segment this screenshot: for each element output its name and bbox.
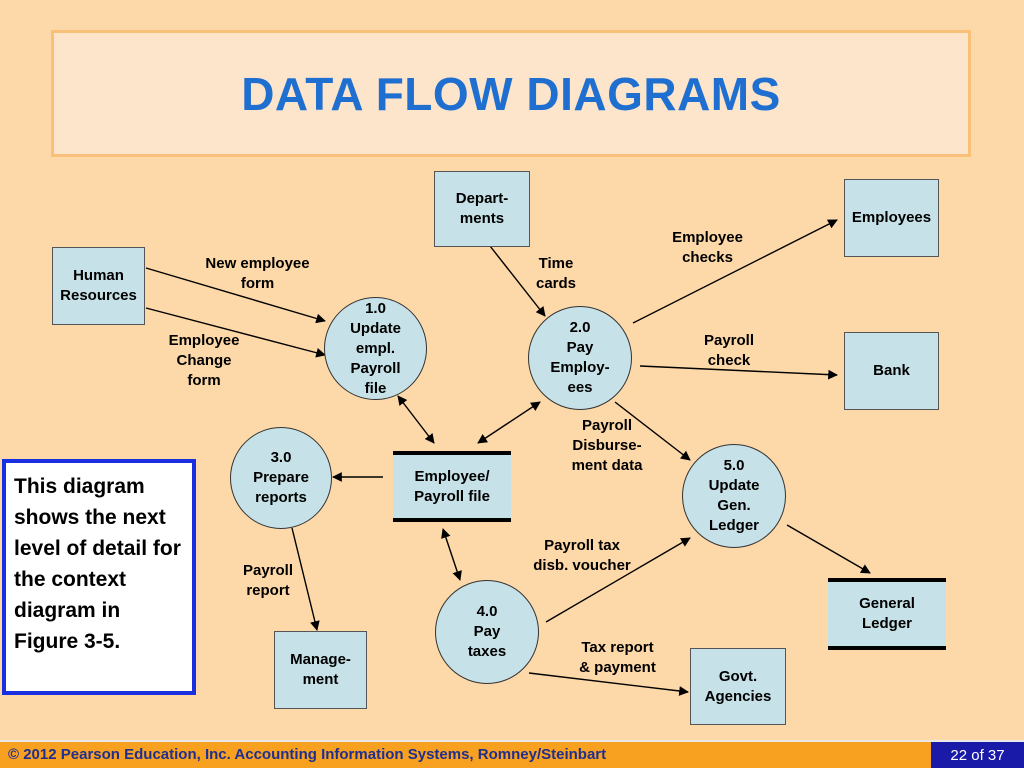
label-employee-checks: Employee checks [672,229,743,266]
process-4-pay-taxes[interactable]: 4.0 Pay taxes [435,580,539,684]
arrow-p2-payroll-file [477,401,541,444]
entity-human-resources[interactable]: Human Resources [52,247,145,325]
page-number-badge: 22 of 37 [931,742,1024,768]
footer-copyright: © 2012 Pearson Education, Inc. Accountin… [8,746,607,763]
label-payroll-report: Payroll report [242,562,294,599]
note-box: This diagram shows the next level of det… [2,459,196,695]
store-general-ledger[interactable]: General Ledger [828,578,946,650]
entity-departments[interactable]: Depart- ments [434,171,530,247]
process-3-prepare-reports[interactable]: 3.0 Prepare reports [230,427,332,529]
arrow-p2-to-employees [632,219,838,324]
arrow-p2-to-p5 [614,401,691,461]
entity-bank[interactable]: Bank [844,332,939,410]
arrow-p2-to-bank [639,365,838,380]
label-employee-change-form: Employee Change form [168,332,240,389]
arrow-p4-to-govt [528,672,689,696]
arrow-departments-to-p2 [489,245,546,317]
arrow-p4-to-p5 [545,537,691,623]
title-box: DATA FLOW DIAGRAMS [51,30,971,157]
arrow-p1-payroll-file [397,395,435,444]
arrow-p4-payroll-file [441,528,462,581]
entity-govt-agencies[interactable]: Govt. Agencies [690,648,786,725]
label-payroll-check: Payroll check [703,332,755,369]
store-employee-payroll-file[interactable]: Employee/ Payroll file [393,451,511,522]
label-payroll-tax-voucher: Payroll tax disb. voucher [533,537,631,574]
entity-employees[interactable]: Employees [844,179,939,257]
label-payroll-disbursement-data: Payroll Disburse- ment data [571,417,643,474]
process-1-update-payroll-file[interactable]: 1.0 Update empl. Payroll file [324,297,427,400]
slide-title: DATA FLOW DIAGRAMS [241,67,781,120]
entity-management[interactable]: Manage- ment [274,631,367,709]
arrow-p5-to-ledger [786,524,871,574]
label-tax-report-payment: Tax report & payment [579,639,656,676]
process-2-pay-employees[interactable]: 2.0 Pay Employ- ees [528,306,632,410]
arrow-hr-to-p1-change-form [145,307,326,358]
footer-bar: © 2012 Pearson Education, Inc. Accountin… [0,740,1024,768]
label-new-employee-form: New employee form [205,255,310,292]
label-time-cards: Time cards [535,255,577,292]
process-5-update-gen-ledger[interactable]: 5.0 Update Gen. Ledger [682,444,786,548]
arrow-p3-to-management [291,527,320,631]
arrow-hr-to-p1-new-employee [145,267,326,324]
